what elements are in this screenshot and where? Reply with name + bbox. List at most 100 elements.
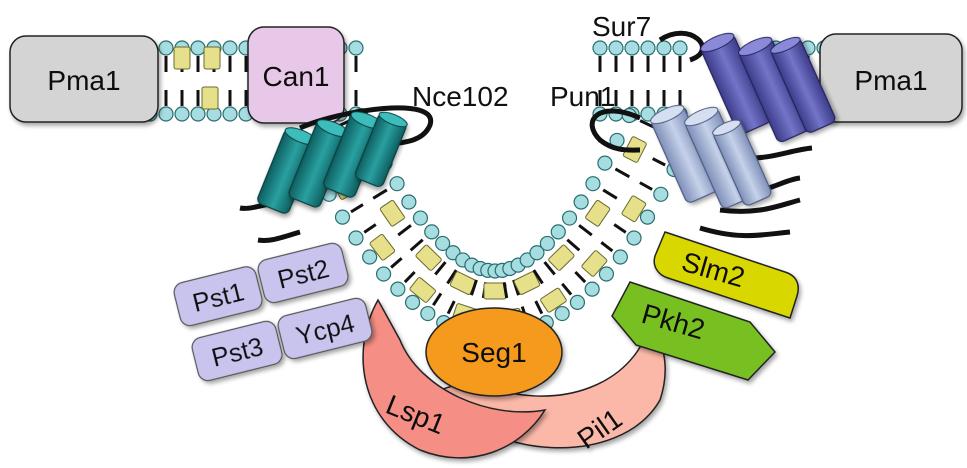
lipid-head: [375, 266, 392, 282]
can1: Can1: [247, 26, 345, 124]
lipid-head: [190, 106, 206, 122]
lipid-head: [554, 305, 570, 322]
lipid-tail: [434, 261, 447, 276]
lipid-head: [412, 210, 429, 226]
lipid-head: [612, 249, 628, 265]
lipid-tail: [432, 292, 443, 307]
membrane-protein-block: [621, 195, 647, 223]
lipid-tail: [446, 269, 458, 285]
lipid-tail: [578, 224, 593, 237]
lipid-tail: [403, 270, 416, 284]
lsp1: Lsp1: [362, 298, 547, 459]
lipid-tail: [651, 157, 666, 167]
lipid-tail: [561, 282, 573, 296]
membrane-protein-block: [173, 46, 191, 70]
lipid-tail: [600, 241, 614, 253]
lipid-tail: [409, 238, 424, 252]
membrane-protein-block: [201, 86, 219, 110]
lipid-head: [529, 245, 545, 261]
membrane-protein-block: [548, 244, 575, 271]
lipid-head: [404, 294, 421, 310]
pst2: Pst2: [257, 242, 349, 304]
lipid-head: [424, 224, 440, 240]
lipid-head: [362, 249, 378, 265]
lipid-head: [653, 186, 669, 202]
pst-group: Pst1 Pst2 Pst3 Ycp4: [173, 242, 373, 382]
membrane-protein-block: [379, 199, 405, 227]
lipid-tail: [566, 238, 581, 252]
pun1: Pun1: [550, 81, 801, 239]
lipid-tail: [390, 257, 403, 269]
lipid-tail: [613, 223, 627, 234]
slm2: Slm2: [653, 231, 799, 319]
lipid-head: [640, 40, 656, 56]
lipid-head: [656, 40, 672, 56]
lipid-head: [334, 209, 351, 225]
lipid-tail: [446, 300, 456, 315]
sur7: Sur7: [592, 11, 836, 196]
pst1: Pst1: [173, 266, 263, 327]
lipid-head: [435, 235, 451, 252]
lipid-head: [190, 40, 206, 56]
membrane-protein-block: [540, 287, 567, 313]
lipid-head: [569, 294, 586, 310]
lipid-head: [561, 210, 578, 226]
lipid-head: [592, 40, 608, 56]
lipid-head: [626, 230, 642, 246]
lipid-tail: [614, 167, 631, 179]
lipid-head: [539, 235, 555, 252]
lipid-head: [348, 230, 364, 246]
lipid-head: [597, 155, 613, 171]
lipid-head: [598, 266, 615, 282]
ycp4: Ycp4: [277, 297, 373, 360]
lipid-head: [390, 281, 406, 297]
lipid-head: [573, 194, 589, 210]
lipid-head: [401, 194, 417, 210]
lipid-tail: [397, 224, 412, 237]
lipid-head: [640, 106, 656, 122]
lipid-tail: [363, 223, 377, 234]
can1-label: Can1: [263, 61, 330, 92]
lipid-tail: [574, 270, 587, 284]
pkh2: Pkh2: [611, 281, 777, 381]
lipid-tail: [639, 181, 653, 191]
sur7-label: Sur7: [592, 11, 651, 42]
membrane-protein-block: [369, 233, 396, 261]
membrane-protein-block: [483, 282, 507, 300]
lipid-tail: [543, 261, 556, 276]
nce102-label: Nce102: [412, 81, 509, 112]
lipid-tail: [532, 269, 544, 285]
nce102: Nce102: [239, 81, 509, 243]
lipid-head: [672, 40, 688, 56]
lipid-head: [584, 281, 600, 297]
membrane-protein-block: [581, 250, 608, 277]
membrane-protein-block: [415, 244, 442, 271]
lipid-head: [550, 224, 566, 240]
lipid-head: [158, 40, 174, 56]
pma1-left-label: Pma1: [47, 65, 120, 96]
seg1-label: Seg1: [461, 337, 526, 368]
lipid-tail: [534, 300, 544, 315]
membrane-protein-block: [203, 46, 221, 70]
membrane-protein-block: [585, 199, 611, 227]
lipid-head: [389, 176, 405, 192]
lipid-tail: [470, 279, 478, 296]
pst3: Pst3: [191, 320, 283, 382]
pma1-right-label: Pma1: [854, 65, 927, 96]
lipid-head: [174, 106, 190, 122]
lipid-head: [348, 40, 364, 56]
lipid-head: [608, 40, 624, 56]
lipid-head: [222, 106, 238, 122]
pma1-left: Pma1: [9, 35, 159, 123]
lipid-head: [639, 209, 656, 225]
lipid-tail: [502, 282, 509, 299]
lipid-tail: [350, 203, 364, 214]
lipid-tail: [602, 188, 618, 200]
lipid-head: [222, 40, 238, 56]
lipid-tail: [372, 188, 388, 200]
lipid-head: [585, 176, 601, 192]
membrane-protein-block: [513, 271, 541, 295]
pma1-right: Pma1: [819, 33, 963, 123]
pun1-label: Pun1: [550, 81, 615, 112]
